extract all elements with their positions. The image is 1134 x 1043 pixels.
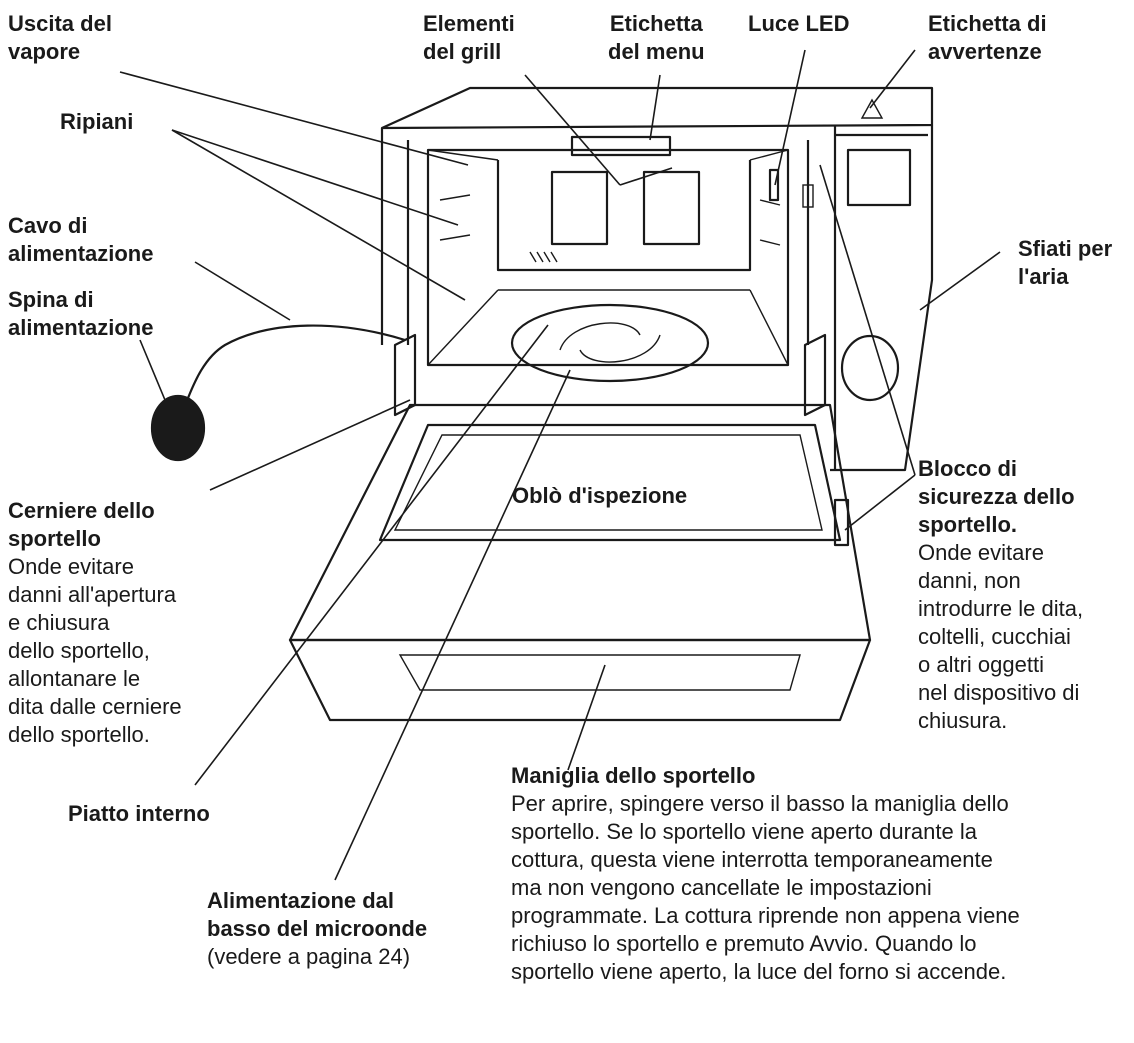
shelf-rails — [439, 194, 781, 246]
oven-body — [380, 125, 934, 472]
door-latch — [833, 498, 850, 547]
grill-element-left — [550, 170, 609, 246]
label-oblo-ispezione: Oblò d'ispezione — [512, 483, 688, 508]
menu-label-plate — [570, 135, 672, 157]
leader-alimentazione — [334, 369, 571, 881]
leader-uscita-vapore — [119, 71, 469, 166]
leader-blocco-1 — [819, 164, 916, 476]
leader-luce-led — [774, 49, 806, 186]
power-cord — [184, 324, 406, 406]
leader-piatto — [194, 324, 549, 786]
leader-sfiati — [919, 251, 1001, 311]
leader-lines — [119, 49, 1001, 881]
leader-blocco-2 — [844, 474, 916, 531]
leader-cerniere — [209, 399, 411, 491]
leader-elementi-grill-2 — [619, 167, 673, 186]
leader-spina — [139, 339, 166, 401]
label-alimentazione-basso: Alimentazione dal basso del microonde (v… — [207, 888, 428, 969]
oven-top — [380, 86, 934, 130]
warning-triangle — [860, 98, 884, 119]
grill-element-right — [642, 170, 701, 246]
label-piatto-interno: Piatto interno — [68, 801, 210, 826]
cavity-frame — [406, 140, 810, 345]
turntable-swirl — [559, 322, 661, 363]
leader-maniglia — [567, 664, 606, 771]
led-housing — [802, 184, 814, 208]
oven-illustration — [150, 86, 934, 722]
label-maniglia-sportello: Maniglia dello sportello Per aprire, spi… — [511, 763, 1020, 984]
cavity-back-wall — [496, 160, 752, 272]
label-luce-led: Luce LED — [748, 11, 850, 36]
leader-ripiani-2 — [171, 129, 466, 301]
leader-elementi-grill — [524, 74, 621, 186]
power-plug — [150, 394, 206, 462]
door-window-inner — [393, 434, 823, 531]
hinge-right — [803, 333, 827, 417]
steam-vent-marks — [529, 251, 558, 263]
label-cerniere-sportello: Cerniere dello sportello Onde evitare da… — [8, 498, 182, 747]
cavity-side-lines — [427, 149, 789, 366]
control-dial — [840, 334, 900, 402]
turntable-plate — [510, 303, 710, 383]
leader-avvertenze — [869, 49, 916, 109]
door-handle — [288, 638, 872, 722]
door-outer — [288, 403, 872, 642]
cavity-opening — [426, 148, 790, 367]
leader-cavo — [194, 261, 291, 321]
leader-ripiani-1 — [171, 129, 459, 226]
leader-etichetta-menu — [649, 74, 661, 141]
door-window — [378, 423, 842, 542]
led-light — [768, 168, 780, 202]
label-blocco-sicurezza: Blocco di sicurezza dello sportello. Ond… — [918, 456, 1084, 733]
door-handle-groove — [398, 654, 801, 691]
label-ripiani: Ripiani — [60, 109, 134, 134]
control-panel — [833, 125, 928, 470]
control-display — [846, 148, 912, 207]
